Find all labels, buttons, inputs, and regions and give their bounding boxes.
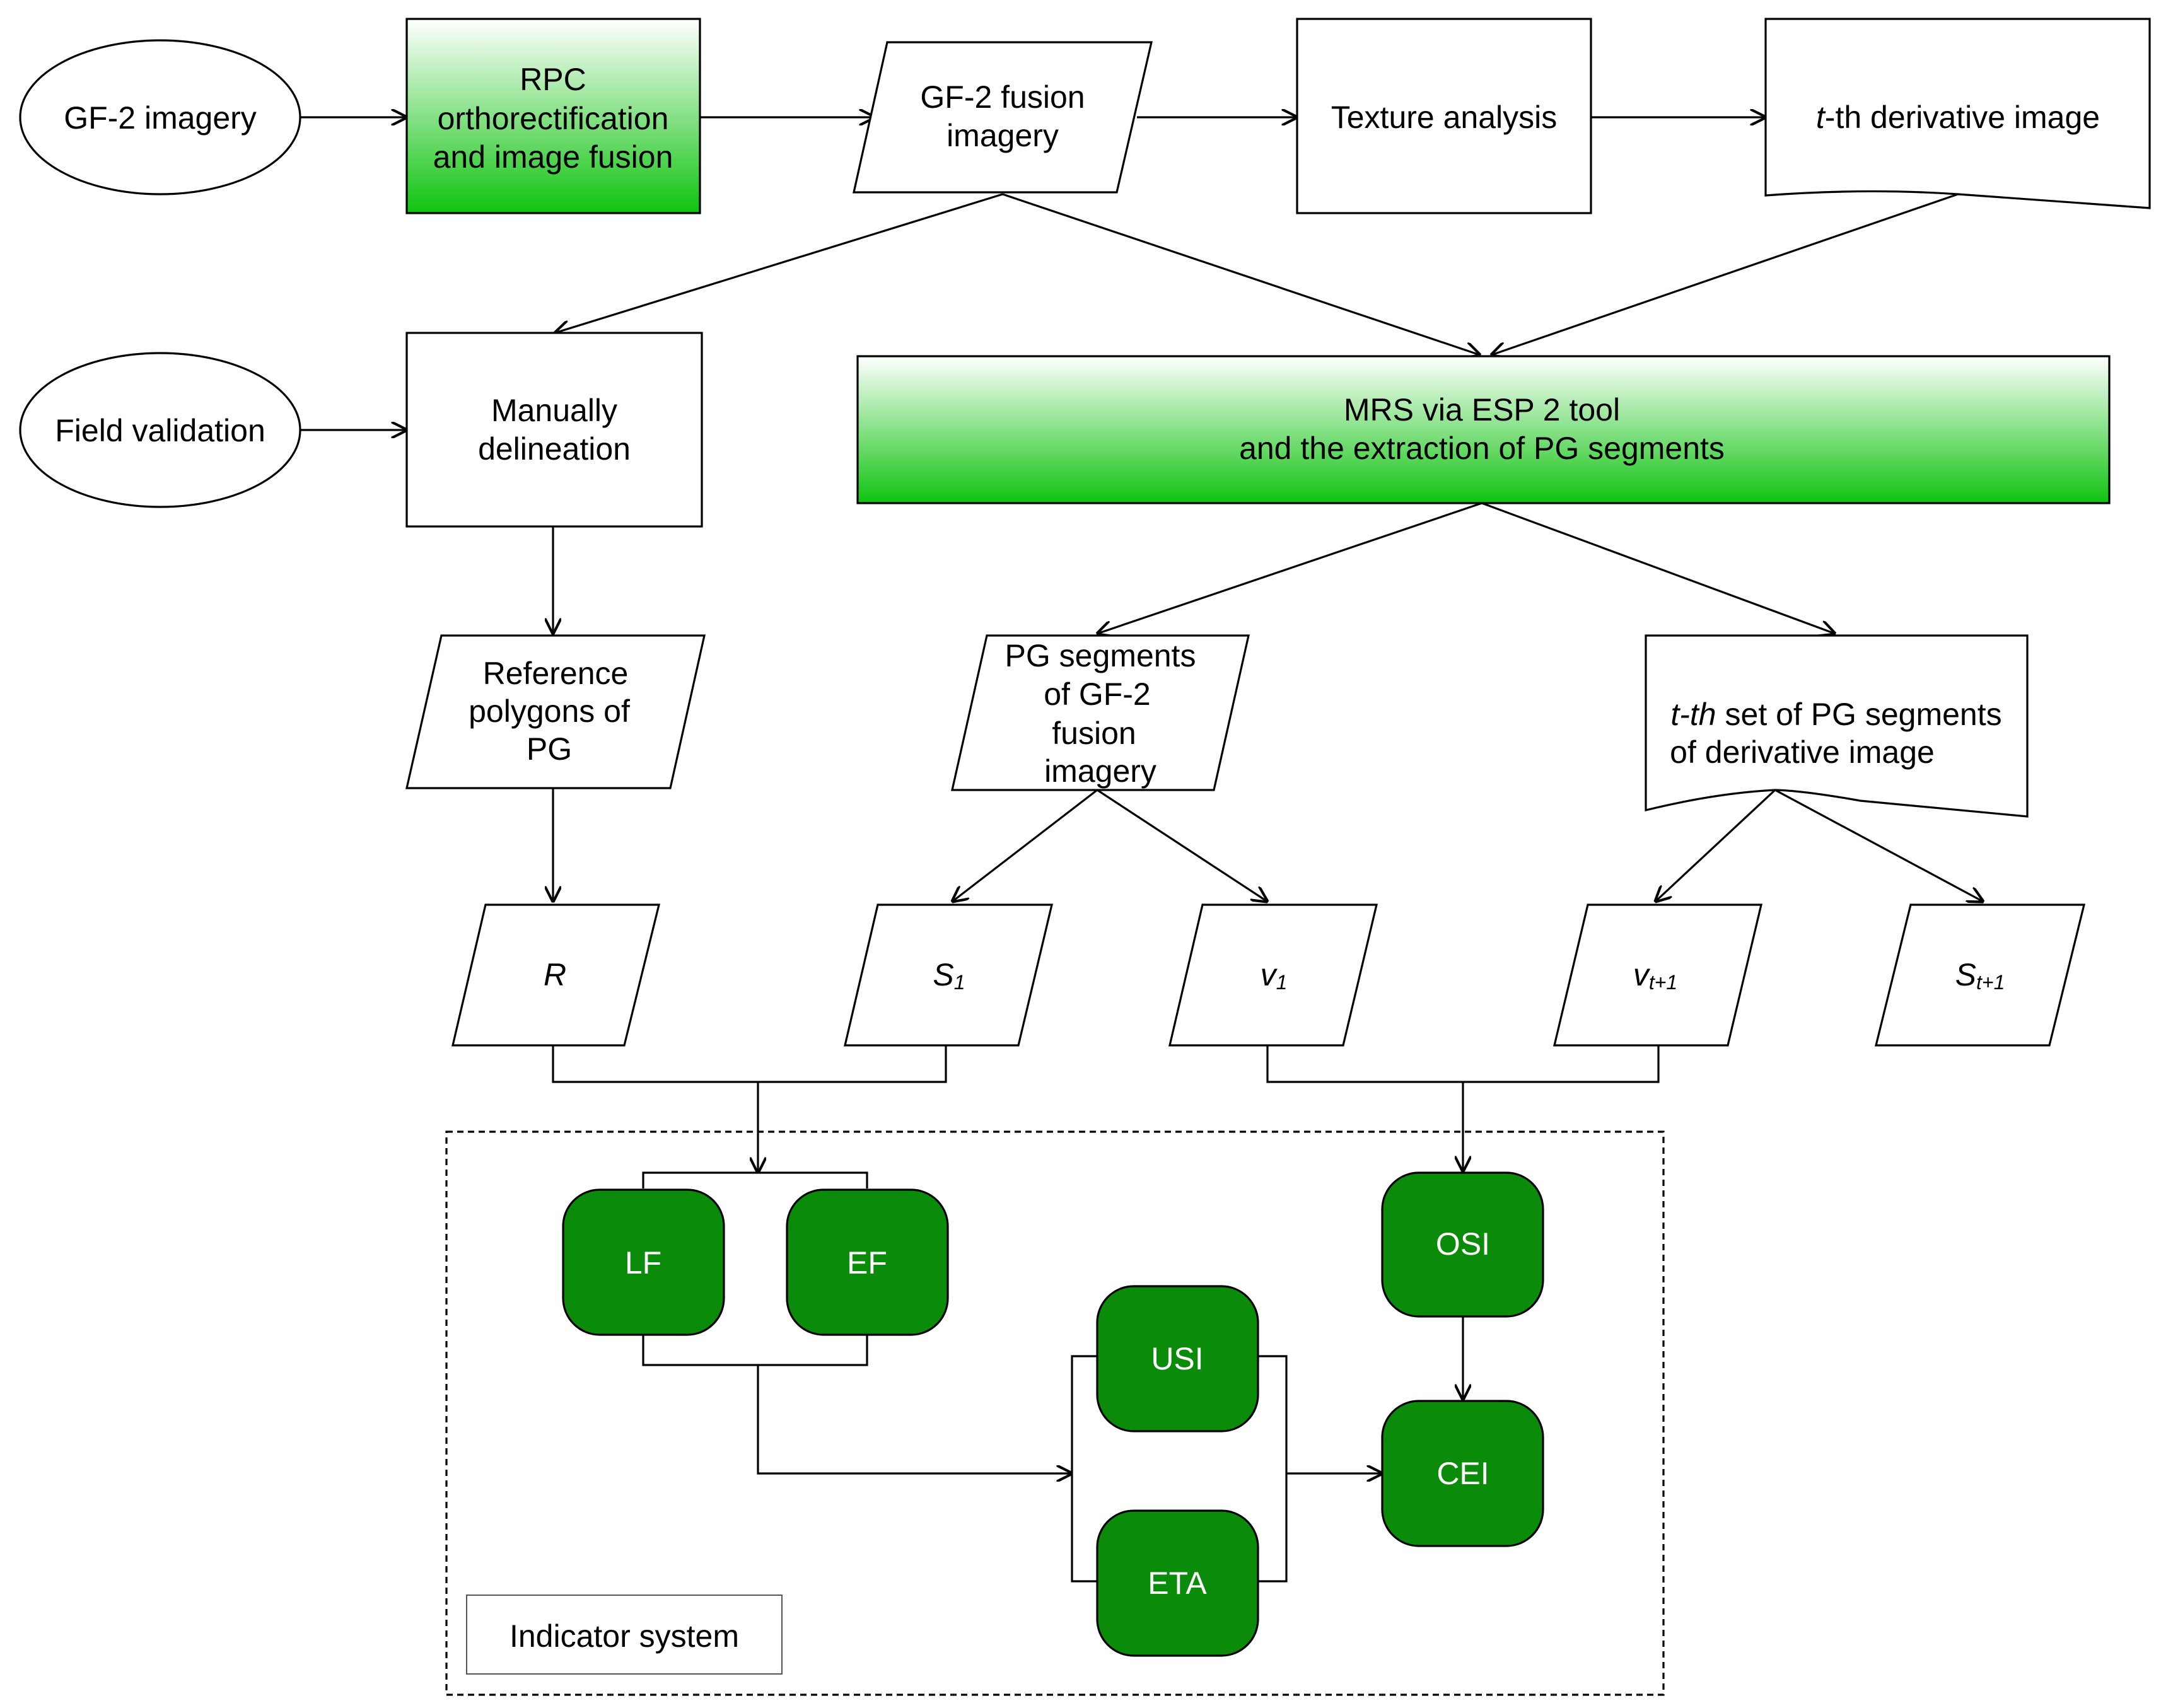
indicator-cei: CEI: [1381, 1400, 1544, 1547]
node-rpc-line2: orthorectification: [438, 101, 669, 136]
node-texture-label: Texture analysis: [1331, 100, 1558, 135]
node-gf2-imagery-label: GF-2 imagery: [64, 100, 257, 136]
node-rpc-line3: and image fusion: [433, 139, 673, 175]
indicator-osi-label: OSI: [1436, 1226, 1490, 1262]
node-v1: v1: [1168, 903, 1378, 1047]
node-st1-label: St+1: [1955, 957, 2005, 994]
edge-mrs-to-pgsegments: [1097, 502, 1482, 634]
indicator-ef: EF: [786, 1188, 949, 1336]
node-s1-label: S1: [933, 957, 965, 994]
vt1-base: v: [1633, 957, 1651, 992]
v1-base: v: [1261, 957, 1278, 992]
node-texture: Texture analysis: [1296, 18, 1592, 214]
node-mrs-line2: and the extraction of PG segments: [1239, 431, 1725, 466]
node-tth-set: t-th set of PG segments of derivative im…: [1645, 634, 2029, 818]
edge-usi-eta-right-bracket: [1258, 1355, 1288, 1583]
edge-lf-ef-top-bracket: [642, 1171, 868, 1188]
indicator-system-label: Indicator system: [466, 1595, 783, 1675]
deriv-rest: -th derivative image: [1825, 100, 2100, 135]
node-field-validation: Field validation: [19, 352, 301, 508]
v1-sub: 1: [1276, 971, 1288, 994]
node-manual: Manually delineation: [405, 332, 703, 528]
node-r: R: [451, 903, 661, 1047]
node-mrs: MRS via ESP 2 tool and the extraction of…: [856, 355, 2111, 504]
vt1-sub: t+1: [1649, 971, 1677, 994]
node-vt1-label: vt+1: [1633, 957, 1677, 994]
node-tth-set-line1: t-th set of PG segments: [1670, 697, 2001, 732]
edge-r-s1-bracket: [552, 1045, 947, 1083]
edges: [301, 117, 1983, 1583]
edge-mrs-to-tthset: [1481, 502, 1835, 634]
edge-fusion-to-mrs: [1002, 193, 1480, 355]
tth-rest: set of PG segments: [1716, 697, 2002, 732]
node-pg-segments-line1: PG segments: [1005, 638, 1196, 673]
node-rpc: RPC orthorectification and image fusion: [405, 18, 701, 214]
node-pg-segments-line4: imagery: [1044, 753, 1156, 789]
node-gf2-imagery: GF-2 imagery: [19, 39, 301, 195]
node-st1: St+1: [1874, 903, 2086, 1047]
indicator-lf: LF: [562, 1188, 725, 1336]
node-pg-segments: PG segments of GF-2 fusion imagery: [951, 634, 1250, 791]
node-vt1: vt+1: [1552, 903, 1763, 1047]
node-pg-segments-line2: of GF-2: [1044, 677, 1150, 712]
node-manual-line1: Manually: [491, 393, 617, 428]
node-s1: S1: [843, 903, 1054, 1047]
edge-pgseg-to-v1: [1097, 789, 1267, 902]
node-gf2-fusion: GF-2 fusion imagery: [853, 41, 1153, 194]
node-deriv-image: t-th derivative image: [1764, 18, 2151, 209]
indicator-cei-label: CEI: [1436, 1456, 1489, 1491]
indicator-eta: ETA: [1096, 1509, 1259, 1657]
indicator-usi: USI: [1096, 1285, 1259, 1432]
node-mrs-line1: MRS via ESP 2 tool: [1344, 392, 1620, 427]
st1-sub: t+1: [1976, 971, 2005, 994]
edge-pgseg-to-s1: [952, 789, 1098, 902]
tth-italic: t-th: [1670, 697, 1716, 732]
node-reference: Reference polygons of PG: [405, 634, 706, 789]
node-pg-segments-line3: fusion: [1052, 716, 1136, 751]
s1-sub: 1: [954, 971, 965, 994]
node-r-label: R: [544, 957, 566, 992]
indicator-system-label-text: Indicator system: [510, 1618, 739, 1654]
edge-v1-vt1-bracket: [1266, 1045, 1660, 1083]
node-manual-line2: delineation: [478, 431, 631, 467]
edge-deriv-to-mrs: [1491, 193, 1959, 355]
node-reference-line2: polygons of: [469, 694, 630, 729]
node-gf2-fusion-line1: GF-2 fusion: [920, 79, 1085, 115]
edge-tthset-to-vt1: [1655, 789, 1776, 902]
st1-base: S: [1955, 957, 1976, 992]
node-gf2-fusion-line2: imagery: [947, 118, 1059, 153]
edge-usi-eta-left-bracket: [1071, 1355, 1097, 1583]
node-deriv-image-label: t-th derivative image: [1816, 100, 2100, 135]
indicator-usi-label: USI: [1151, 1341, 1203, 1376]
s1-base: S: [933, 957, 953, 992]
edge-lf-ef-bottom-bracket: [642, 1333, 868, 1366]
node-reference-line3: PG: [527, 731, 572, 767]
node-field-validation-label: Field validation: [55, 413, 265, 448]
indicator-lf-label: LF: [625, 1245, 661, 1281]
deriv-italic: t: [1816, 100, 1826, 135]
indicator-osi: OSI: [1381, 1171, 1544, 1318]
indicator-ef-label: EF: [847, 1245, 887, 1281]
node-reference-line1: Reference: [483, 656, 629, 691]
edge-lf-ef-to-usi-eta: [757, 1365, 1072, 1473]
node-v1-label: v1: [1261, 957, 1288, 994]
node-rpc-line1: RPC: [520, 62, 586, 97]
edge-fusion-to-manual: [555, 193, 1003, 333]
indicator-eta-label: ETA: [1148, 1566, 1207, 1601]
edge-tthset-to-st1: [1774, 789, 1983, 902]
node-tth-set-line2: of derivative image: [1670, 735, 1935, 770]
